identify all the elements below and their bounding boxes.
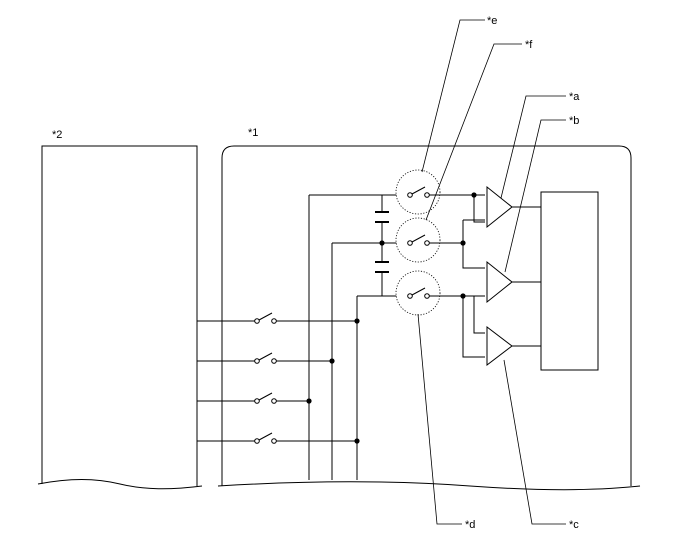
- comparator-wiring: [462, 195, 485, 358]
- internal-switch-bottom: [395, 270, 485, 316]
- block-2: [37, 145, 203, 490]
- bus-lines: [308, 194, 408, 480]
- block-2-label: *2: [52, 129, 62, 141]
- block-1: [217, 145, 641, 491]
- comparator-2: [486, 260, 541, 304]
- block-2-break-line: [37, 479, 203, 490]
- callout-c-label: *c: [569, 519, 579, 531]
- logic-block: [540, 191, 599, 371]
- callout-f-label: *f: [525, 39, 533, 51]
- internal-switch-middle: [395, 217, 463, 263]
- block-1-break-line: [217, 481, 641, 491]
- capacitors: [375, 211, 389, 273]
- junction-dots: [306, 192, 477, 444]
- input-switches: [197, 312, 357, 444]
- comparator-3: [486, 325, 541, 367]
- comparator-1: [486, 185, 541, 229]
- callout-e-label: *e: [487, 15, 497, 27]
- callout-leaders: [417, 19, 566, 525]
- callout-d-label: *d: [465, 519, 475, 531]
- callout-a-label: *a: [569, 91, 580, 103]
- callout-b-label: *b: [569, 115, 579, 127]
- block-1-label: *1: [248, 127, 258, 139]
- internal-switch-top: [395, 169, 485, 215]
